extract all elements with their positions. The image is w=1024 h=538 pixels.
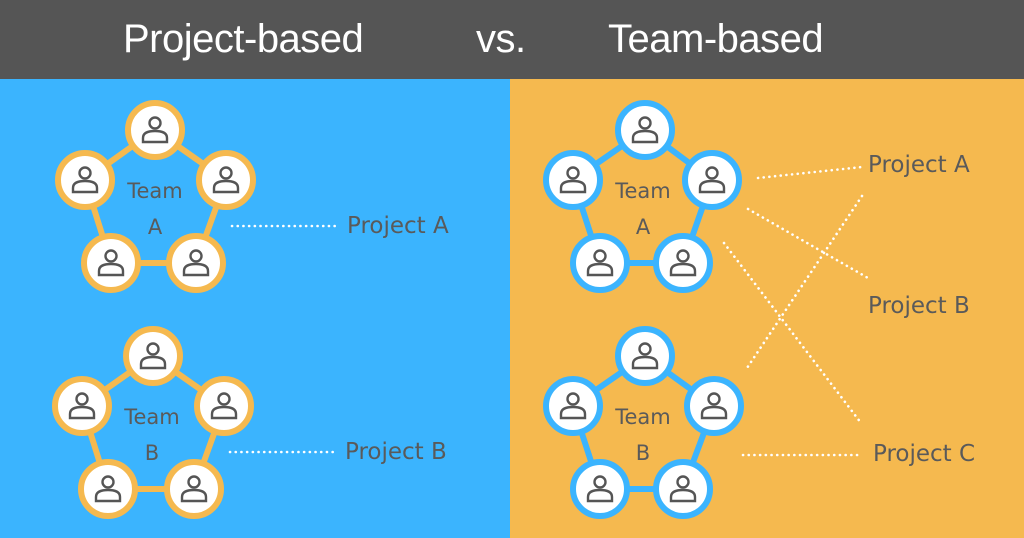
member-node [684, 376, 744, 436]
right-project-c-label: Project C [873, 441, 975, 467]
person-icon [559, 166, 587, 194]
member-node [52, 376, 112, 436]
member-node [78, 459, 138, 519]
person-icon [139, 342, 167, 370]
member-node [543, 376, 603, 436]
team-name-label: Team [614, 179, 671, 203]
member-node [682, 150, 742, 210]
member-node [615, 100, 675, 160]
person-icon [631, 342, 659, 370]
member-node [615, 326, 675, 386]
member-node [164, 459, 224, 519]
person-icon [586, 249, 614, 277]
person-icon [210, 392, 238, 420]
person-icon [212, 166, 240, 194]
right-title: Team-based [608, 17, 824, 61]
member-node [125, 100, 185, 160]
member-node [166, 233, 226, 293]
member-node [194, 376, 254, 436]
right-team-b-to-project-a [745, 194, 864, 370]
person-icon [97, 249, 125, 277]
person-icon [559, 392, 587, 420]
person-icon [141, 116, 169, 144]
left-title: Project-based [123, 17, 364, 61]
person-icon [669, 475, 697, 503]
person-icon [669, 249, 697, 277]
person-icon [182, 249, 210, 277]
member-node [570, 233, 630, 293]
right-team-a-to-project-c [722, 241, 863, 425]
member-node [653, 459, 713, 519]
left-project-b-label: Project B [345, 439, 447, 465]
member-node [653, 233, 713, 293]
member-node [543, 150, 603, 210]
person-icon [180, 475, 208, 503]
member-node [196, 150, 256, 210]
team-name-label: Team [123, 405, 180, 429]
member-node [81, 233, 141, 293]
person-icon [631, 116, 659, 144]
right-team-a-to-project-b [746, 207, 870, 280]
right-team-a-to-project-a [756, 165, 864, 180]
connection-lines [228, 165, 870, 457]
header-bar: Project-based vs. Team-based [0, 0, 1024, 79]
right-project-a-label: Project A [868, 152, 970, 178]
team-name-label: Team [614, 405, 671, 429]
team-letter-label: A [636, 215, 651, 239]
member-node [570, 459, 630, 519]
person-icon [698, 166, 726, 194]
team-letter-label: B [145, 441, 159, 465]
right-project-b-label: Project B [868, 293, 970, 319]
team-letter-label: A [148, 215, 163, 239]
person-icon [586, 475, 614, 503]
vs-label: vs. [476, 17, 526, 61]
person-icon [68, 392, 96, 420]
project-labels: Project A Project B Project A Project B … [345, 152, 975, 467]
person-icon [700, 392, 728, 420]
member-node [123, 326, 183, 386]
left-project-a-label: Project A [347, 213, 449, 239]
team-letter-label: B [636, 441, 650, 465]
person-icon [71, 166, 99, 194]
team-name-label: Team [126, 179, 183, 203]
member-node [55, 150, 115, 210]
person-icon [94, 475, 122, 503]
